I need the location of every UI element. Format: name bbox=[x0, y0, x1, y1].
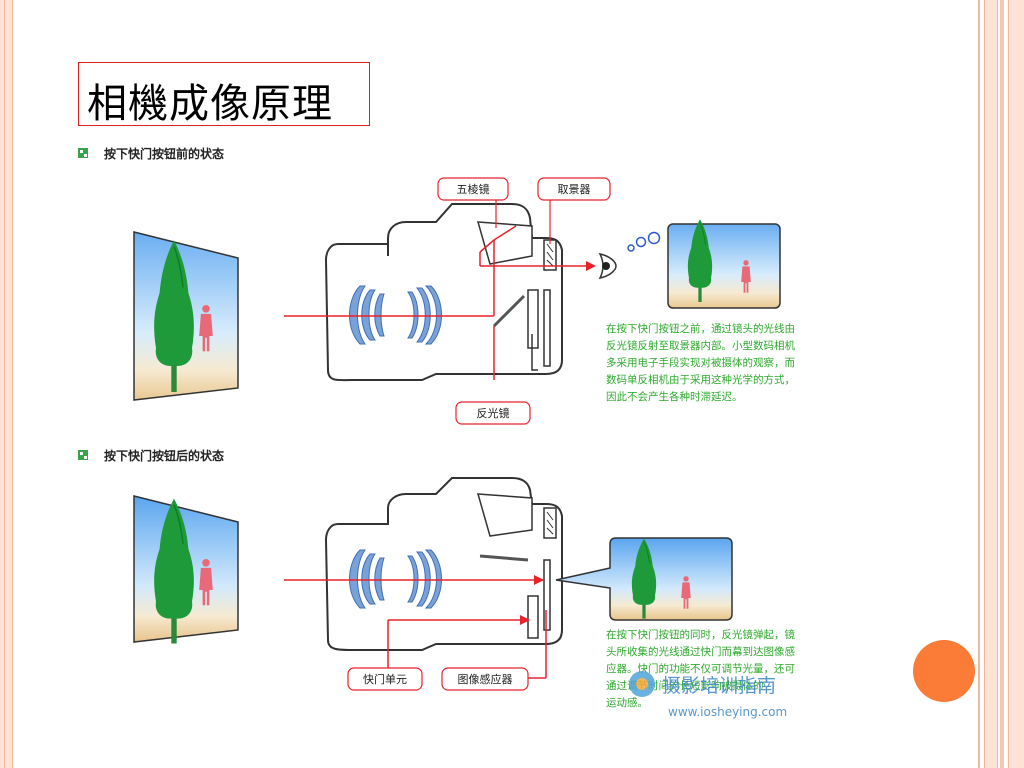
left-frame-border bbox=[0, 0, 13, 768]
svg-text:头所收集的光线通过快门而幕到达图像感: 头所收集的光线通过快门而幕到达图像感 bbox=[606, 645, 795, 658]
svg-text:反光镜反射至取景器内部。小型数码相机: 反光镜反射至取景器内部。小型数码相机 bbox=[606, 339, 795, 352]
svg-text:在按下快门按钮之前，通过镜头的光线由: 在按下快门按钮之前，通过镜头的光线由 bbox=[606, 322, 795, 335]
svg-text:在按下快门按钮的同时，反光镜弹起，镜: 在按下快门按钮的同时，反光镜弹起，镜 bbox=[606, 628, 795, 641]
before-description: 在按下快门按钮之前，通过镜头的光线由 反光镜反射至取景器内部。小型数码相机 多采… bbox=[606, 322, 795, 403]
label-pentaprism: 五棱镜 bbox=[437, 177, 509, 228]
label-image-sensor: 图像感应器 bbox=[441, 667, 529, 691]
watermark: 摄影培训指南 www.iosheying.com bbox=[629, 671, 787, 719]
svg-text:图像感应器: 图像感应器 bbox=[458, 672, 513, 686]
eye-icon bbox=[598, 231, 661, 280]
lens-elements-after bbox=[349, 549, 442, 609]
viewfinder-image bbox=[667, 218, 781, 309]
pentaprism-shape bbox=[476, 221, 533, 265]
svg-text:快门单元: 快门单元 bbox=[363, 672, 407, 686]
camera-imaging-diagram: 按下快门按钮前的状态 bbox=[78, 146, 795, 719]
svg-text:因此不会产生各种时滞延迟。: 因此不会产生各种时滞延迟。 bbox=[606, 390, 743, 403]
slide-title-box: 相機成像原理 bbox=[78, 62, 370, 127]
right-frame-stripes bbox=[978, 0, 1024, 768]
svg-text:取景器: 取景器 bbox=[558, 183, 591, 196]
svg-text:摄影培训指南: 摄影培训指南 bbox=[662, 675, 776, 697]
svg-text:数码单反相机由于采用这种光学的方式，: 数码单反相机由于采用这种光学的方式， bbox=[606, 373, 795, 386]
svg-text:反光镜: 反光镜 bbox=[477, 406, 510, 420]
subject-picture-before bbox=[133, 231, 239, 401]
label-shutter-unit: 快门单元 bbox=[347, 667, 423, 691]
lens-elements-before bbox=[349, 285, 442, 345]
decorative-orange-dot bbox=[913, 640, 975, 702]
after-description: 在按下快门按钮的同时，反光镜弹起，镜 头所收集的光线通过快门而幕到达图像感 应器… bbox=[606, 628, 795, 709]
svg-text:www.iosheying.com: www.iosheying.com bbox=[668, 705, 787, 719]
before-heading: 按下快门按钮前的状态 bbox=[104, 146, 224, 161]
subject-picture-after bbox=[133, 495, 239, 645]
svg-text:多采用电子手段实现对被摄体的观察，而: 多采用电子手段实现对被摄体的观察，而 bbox=[606, 356, 795, 369]
svg-text:运动感。: 运动感。 bbox=[606, 696, 648, 709]
after-heading: 按下快门按钮后的状态 bbox=[104, 448, 224, 463]
sensor-image bbox=[555, 537, 733, 621]
light-path-before bbox=[284, 225, 590, 380]
mirror-shape bbox=[492, 294, 526, 328]
label-mirror: 反光镜 bbox=[455, 401, 531, 425]
svg-text:五棱镜: 五棱镜 bbox=[457, 182, 490, 196]
slide-title: 相機成像原理 bbox=[87, 81, 333, 127]
svg-text:应器。快门的功能不仅可调节光量，还可: 应器。快门的功能不仅可调节光量，还可 bbox=[606, 662, 795, 675]
label-viewfinder: 取景器 bbox=[537, 177, 611, 244]
raised-mirror-shape bbox=[479, 554, 529, 562]
